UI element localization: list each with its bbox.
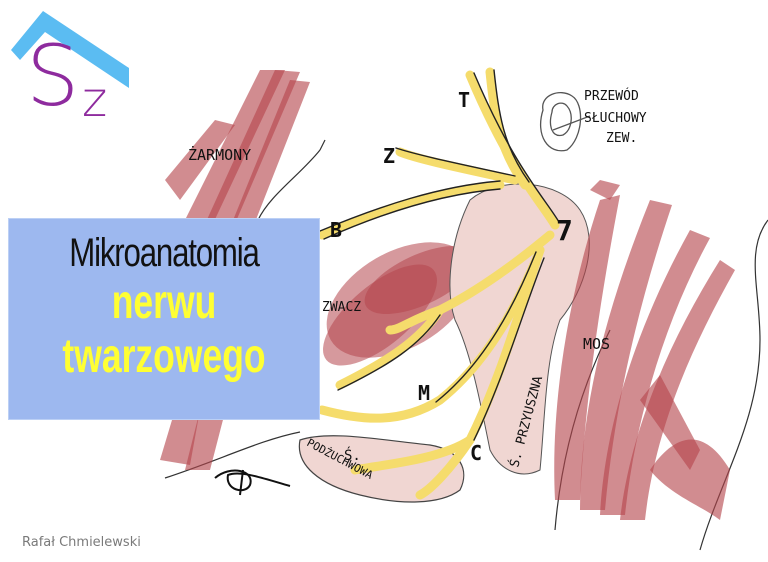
label-przewod-1: PRZEWÓD [584,88,639,104]
title-line-3: twarzowego [62,329,266,383]
label-zarmony: ŻARMONY [188,145,251,164]
label-podzuchwowa-s: Ś. [344,446,361,464]
logo: S z [8,8,133,133]
label-przewod-2: SŁUCHOWY [584,111,647,126]
logo-letter-z: z [82,72,108,128]
mos-muscle [554,180,735,520]
ear-canal [539,92,591,152]
title-box: Mikroanatomia nerwu twarzowego [8,218,320,420]
facial-nerve [317,67,560,500]
label-mos: MOS [583,335,610,353]
title-line-2: nerwu [111,276,217,329]
title-line-1: Mikroanatomia [69,231,260,275]
label-b: B [330,218,342,242]
zwacz-muscle [323,242,476,366]
label-seven: 7 [556,214,573,247]
roof-icon [11,11,129,88]
author-name: Rafał Chmielewski [22,535,141,550]
label-z: Z [383,144,395,168]
label-t: T [458,88,470,112]
label-zwacz: ZWACZ [322,300,361,315]
zarmony-muscle [160,70,310,470]
label-c: C [470,441,482,465]
logo-letter-s: S [26,27,80,125]
label-m: M [418,381,430,405]
signature-scribble [214,469,291,496]
label-przewod-3: ZEW. [606,131,637,146]
